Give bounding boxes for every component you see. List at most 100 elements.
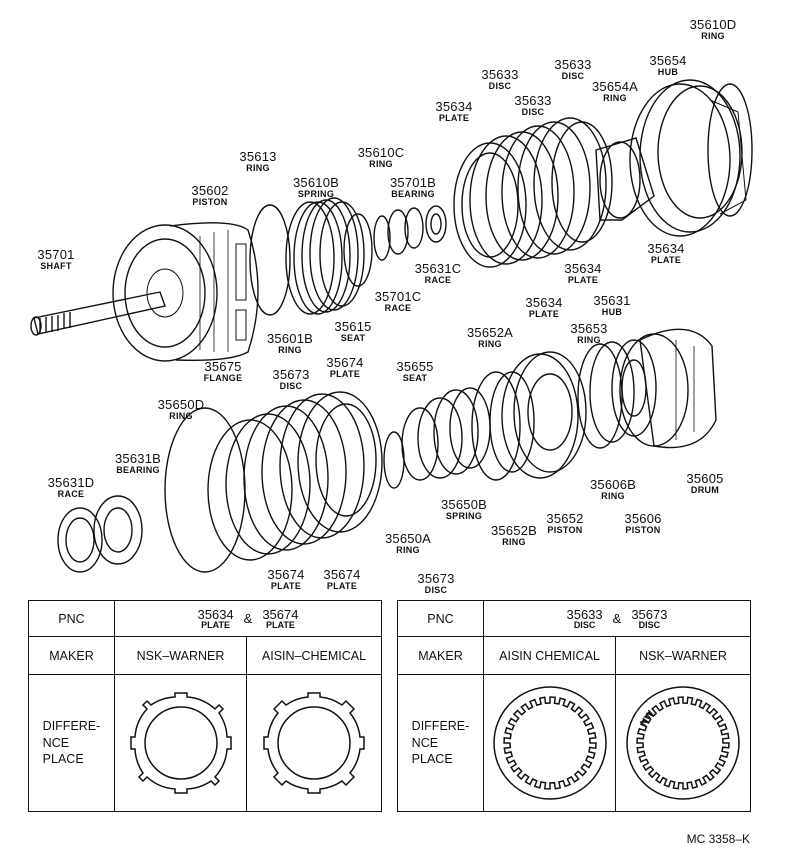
part-number: 35673 bbox=[417, 571, 455, 586]
part-name: RING bbox=[603, 93, 627, 103]
seat-35615-drawing bbox=[343, 213, 373, 287]
maker-b: NSK–WARNER bbox=[616, 637, 750, 675]
part-number: 35606B bbox=[589, 477, 637, 492]
part-number: 35631B bbox=[114, 451, 162, 466]
disc-teeth bbox=[502, 696, 597, 790]
pnc-label: PNC bbox=[29, 601, 115, 637]
part-name: RING bbox=[601, 491, 625, 501]
disc-nsk-icon: NW bbox=[626, 686, 740, 800]
part-number: 35633 bbox=[481, 67, 519, 82]
pnc-label: PNC bbox=[398, 601, 484, 637]
part-number: 35610D bbox=[689, 17, 737, 32]
part-name: PLATE bbox=[650, 255, 682, 265]
ring-35650D-drawing bbox=[164, 407, 246, 573]
part-number: 35631D bbox=[47, 475, 95, 490]
part-name: RACE bbox=[384, 303, 412, 313]
part-name: DISC bbox=[521, 107, 545, 117]
lower-clutch-pack-drawing bbox=[207, 391, 383, 561]
part-name: PISTON bbox=[547, 525, 583, 535]
part-name: BEARING bbox=[116, 465, 160, 475]
part-number: 35654A bbox=[591, 79, 639, 94]
part-name: DISC bbox=[279, 381, 303, 391]
maker-a: NSK–WARNER bbox=[115, 637, 247, 675]
part-name: DISC bbox=[561, 71, 585, 81]
part-number: 35701B bbox=[389, 175, 437, 190]
part-number: 35613 bbox=[239, 149, 277, 164]
part-name: RING bbox=[396, 545, 420, 555]
part-number: 35650D bbox=[157, 397, 205, 412]
part-number: 35673 bbox=[272, 367, 310, 382]
disc-aisin-icon bbox=[492, 686, 607, 800]
part-number: 35605 bbox=[686, 471, 724, 486]
hub-35631-drawing bbox=[595, 137, 655, 221]
shaft-drawing bbox=[30, 291, 166, 336]
seat-spring-35655-drawing bbox=[401, 387, 491, 481]
part-number: 35610B bbox=[292, 175, 340, 190]
part-name: HUB bbox=[601, 307, 623, 317]
part-name: PLATE bbox=[329, 369, 361, 379]
ring-35650A-drawing bbox=[383, 431, 405, 489]
drum-35605-drawing bbox=[619, 328, 717, 449]
part-number: 35634 bbox=[564, 261, 602, 276]
plate-nsk-icon bbox=[129, 692, 232, 794]
part-name: SPRING bbox=[445, 511, 483, 521]
part-name: RACE bbox=[57, 489, 85, 499]
part-number: 35653 bbox=[570, 321, 608, 336]
bearing-races-drawing bbox=[373, 205, 447, 261]
part-number: 35674 bbox=[326, 355, 364, 370]
ampersand: & bbox=[612, 611, 622, 626]
disc-teeth bbox=[636, 696, 730, 790]
difference-place-label: DIFFERE- NCE PLACE bbox=[398, 675, 484, 811]
piston-drum-drawing bbox=[112, 222, 259, 362]
hub-35654-drawing bbox=[629, 79, 747, 237]
part-name: RING bbox=[278, 345, 302, 355]
plate-aisin-icon bbox=[263, 692, 365, 794]
part-number: 35602 bbox=[191, 183, 229, 198]
ring-35610D-drawing bbox=[707, 83, 753, 217]
part-number: 35631 bbox=[593, 293, 631, 308]
part-name: DISC bbox=[424, 585, 448, 595]
part-name: BEARING bbox=[391, 189, 435, 199]
upper-clutch-pack-drawing bbox=[453, 117, 613, 268]
part-number: 35634 bbox=[435, 99, 473, 114]
difference-place-label: DIFFERE- NCE PLACE bbox=[29, 675, 115, 811]
part-number: 35606 bbox=[624, 511, 662, 526]
part-number: 35674 bbox=[267, 567, 305, 582]
disc-shape-nsk: NW bbox=[616, 675, 750, 811]
part-number: 35652B bbox=[490, 523, 538, 538]
part-name: RING bbox=[502, 537, 526, 547]
